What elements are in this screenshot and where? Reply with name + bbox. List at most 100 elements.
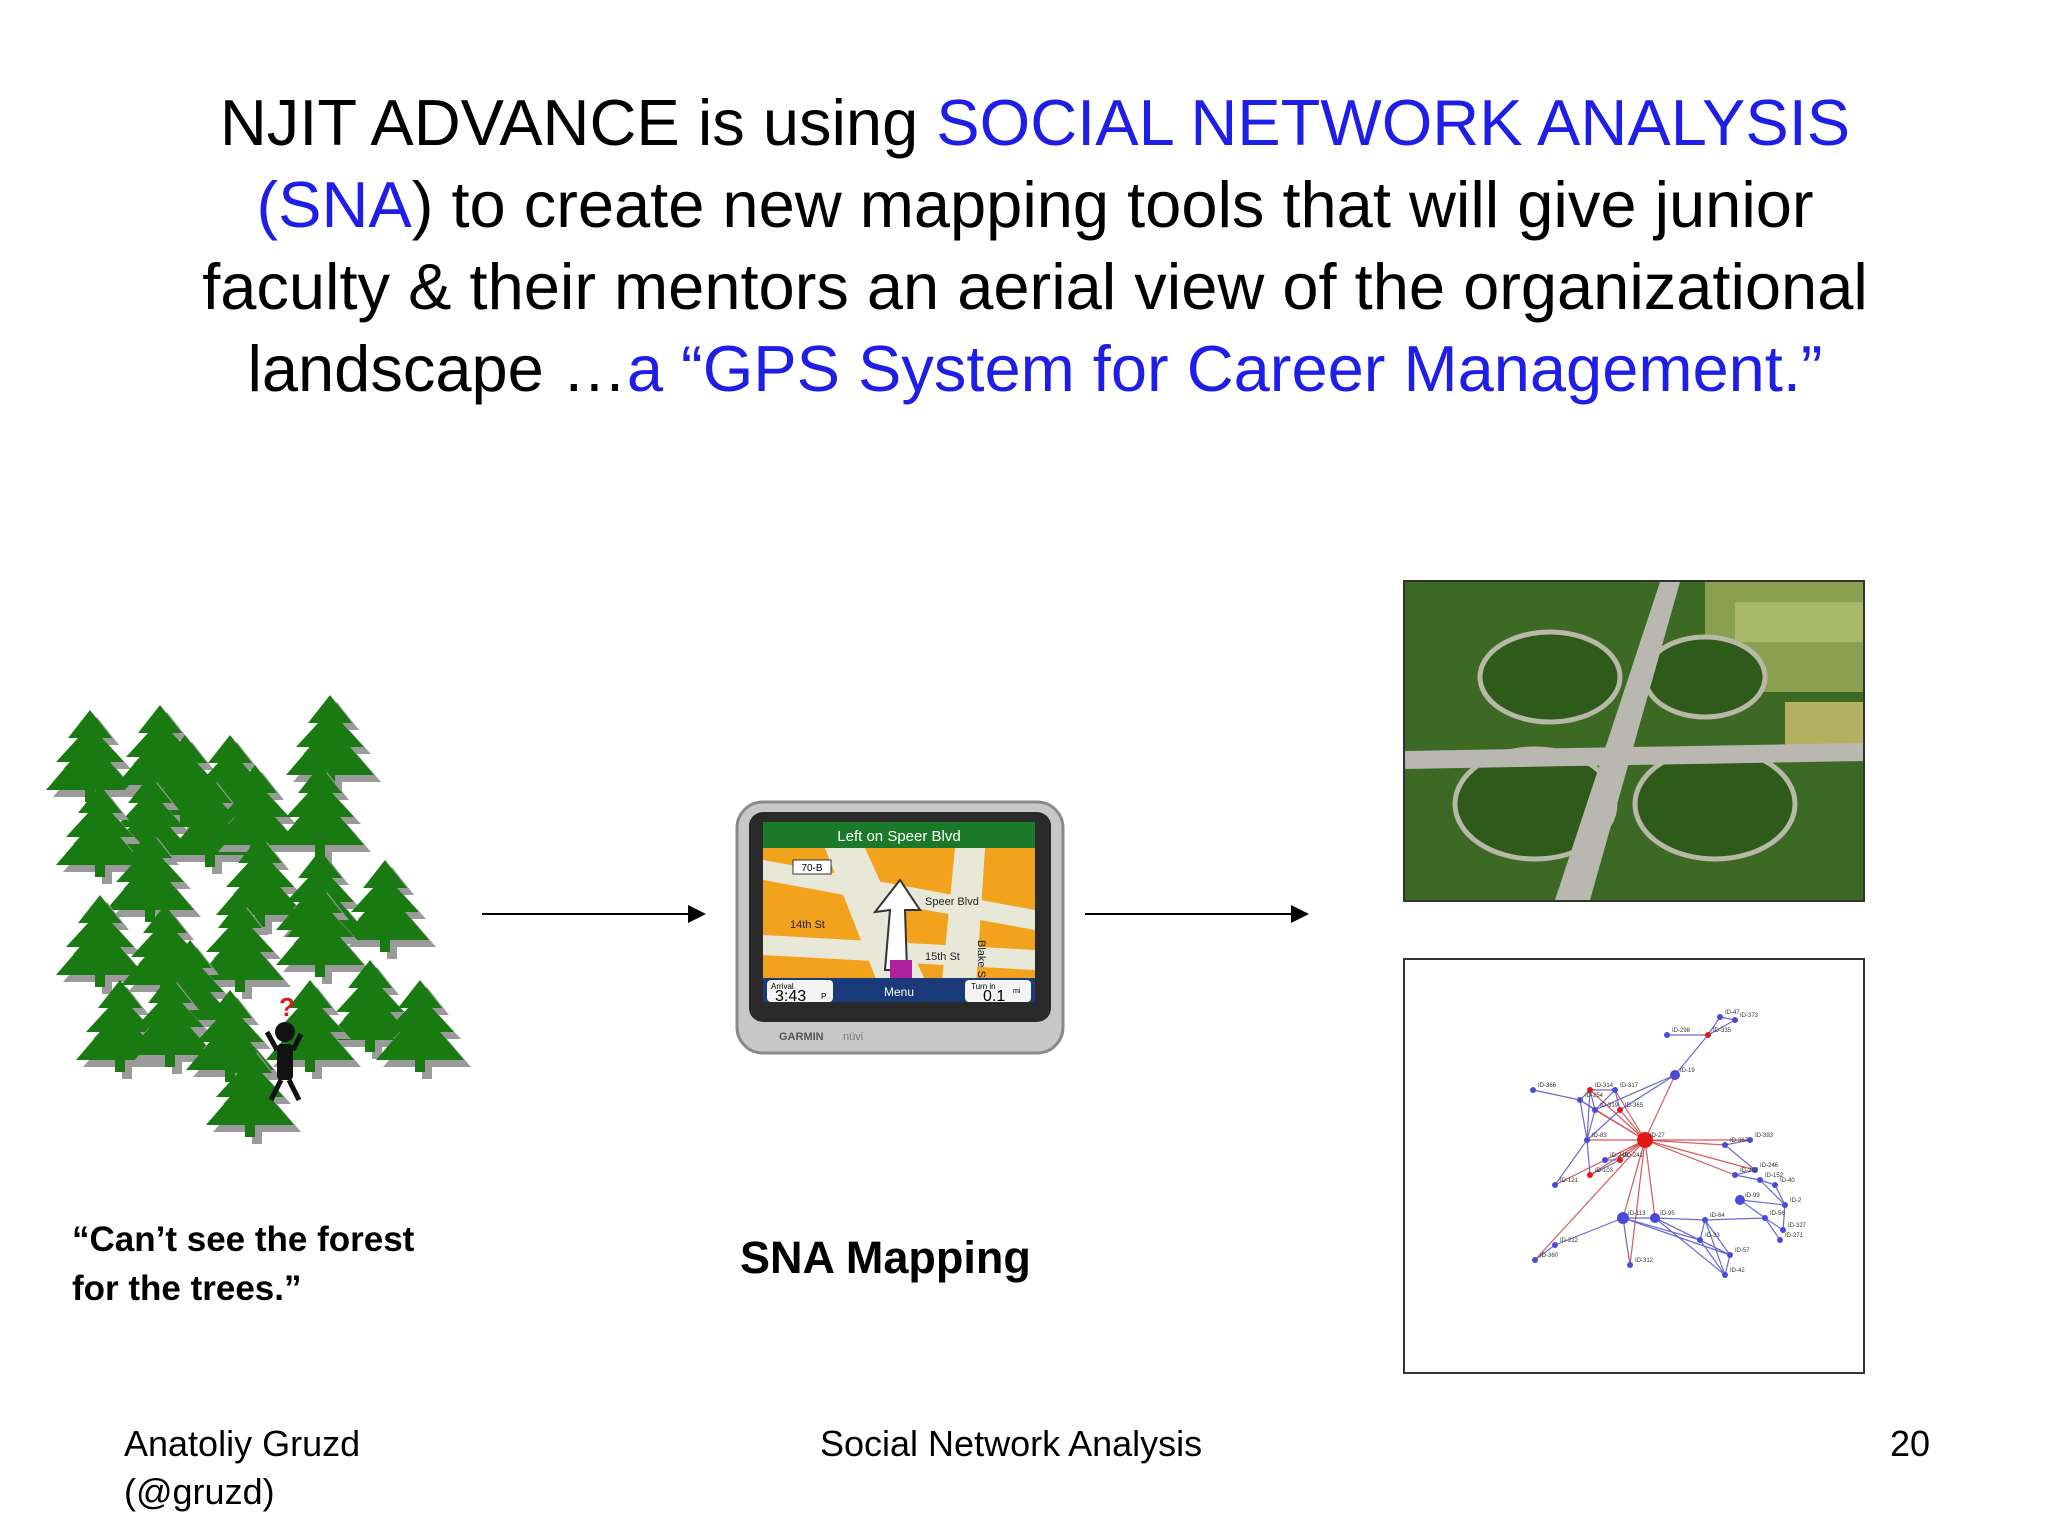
sna-highlight: SOCIAL NETWORK ANALYSIS [936, 86, 1851, 159]
network-edge [1586, 1109, 1596, 1141]
network-node [1752, 1167, 1758, 1173]
sna-mapping-label: SNA Mapping [740, 1232, 1031, 1283]
network-node-label: ID-327 [1788, 1223, 1807, 1229]
network-node [1747, 1137, 1753, 1143]
network-node-label: ID-207 [1740, 1168, 1759, 1174]
network-node-label: ID-254 [1585, 1093, 1604, 1099]
network-edge [1724, 1139, 1751, 1146]
network-node [1780, 1227, 1786, 1233]
network-node [1722, 1272, 1728, 1278]
network-node [1650, 1213, 1660, 1223]
network-edge [1579, 1099, 1596, 1111]
network-node [1617, 1107, 1623, 1113]
network-edge [1532, 1089, 1581, 1101]
network-node-label: ID-2 [1790, 1198, 1802, 1204]
svg-text:mi: mi [1013, 988, 1021, 995]
network-node [1617, 1157, 1623, 1163]
svg-text:15th St: 15th St [925, 951, 960, 963]
network-edge [1622, 1217, 1701, 1241]
network-node [1697, 1237, 1703, 1243]
network-node [1757, 1177, 1763, 1183]
network-node-label: ID-42 [1730, 1268, 1745, 1274]
tree-icon [46, 710, 134, 802]
footer-author: Anatoliy Gruzd (@gruzd) [124, 1423, 361, 1512]
network-edge [1622, 1217, 1631, 1266]
forest-illustration: ? [46, 695, 471, 1144]
footer-center: Social Network Analysis [820, 1423, 1203, 1464]
network-edge [1589, 1089, 1596, 1111]
network-edge [1619, 1074, 1676, 1111]
gps-brand: GARMIN [779, 1031, 824, 1043]
network-node-label: ID-241 [1625, 1153, 1644, 1159]
network-edge [1554, 1139, 1588, 1186]
network-node [1717, 1014, 1723, 1020]
network-node-label: ID-83 [1592, 1133, 1607, 1139]
network-edge [1724, 1254, 1731, 1276]
network-node [1552, 1182, 1558, 1188]
network-edge [1554, 1217, 1624, 1246]
network-node [1530, 1087, 1536, 1093]
network-edge [1654, 1217, 1706, 1221]
network-node-label: ID-319 [1600, 1103, 1619, 1109]
network-edge [1674, 1034, 1709, 1076]
network-edge [1644, 1074, 1676, 1141]
network-node-label: ID-57 [1735, 1248, 1750, 1254]
network-node [1702, 1217, 1708, 1223]
network-node [1532, 1257, 1538, 1263]
network-edge [1614, 1089, 1646, 1141]
network-node [1592, 1107, 1598, 1113]
network-node [1637, 1132, 1653, 1148]
network-edge [1759, 1179, 1786, 1206]
network-node [1782, 1202, 1788, 1208]
network-node [1735, 1195, 1745, 1205]
network-node [1627, 1262, 1633, 1268]
network-edge [1739, 1199, 1766, 1219]
network-edge [1594, 1089, 1616, 1111]
svg-text:P: P [821, 992, 826, 1001]
network-edge [1764, 1217, 1781, 1241]
network-node-label: ID-27 [1650, 1133, 1665, 1139]
network-node-label: ID-312 [1635, 1258, 1654, 1264]
network-edge [1644, 1139, 1736, 1176]
network-node-label: ID-56 [1770, 1211, 1785, 1217]
svg-text:Arrival: Arrival [771, 982, 794, 991]
network-edge [1782, 1204, 1786, 1231]
aerial-interchange-photo [1403, 580, 1865, 902]
network-node [1612, 1087, 1618, 1093]
network-node-label: ID-152 [1765, 1173, 1784, 1179]
network-node-label: ID-19 [1680, 1068, 1695, 1074]
network-node-label: ID-121 [1560, 1178, 1579, 1184]
network-edge [1644, 1139, 1656, 1219]
network-node-label: ID-317 [1620, 1083, 1639, 1089]
network-node-label: ID-367 [1730, 1138, 1749, 1144]
network-node-label: ID-95 [1660, 1211, 1675, 1217]
network-edge [1704, 1219, 1731, 1256]
network-edge [1707, 1019, 1736, 1036]
network-edge [1699, 1239, 1726, 1276]
network-edge [1589, 1139, 1646, 1176]
forest-caption: “Can’t see the forest for the trees.” [72, 1220, 415, 1308]
network-node [1727, 1252, 1733, 1258]
network-node-label: ID-113 [1628, 1211, 1646, 1217]
network-node [1664, 1032, 1670, 1038]
network-node [1732, 1172, 1738, 1178]
network-edge [1774, 1184, 1786, 1206]
network-edge [1534, 1244, 1556, 1261]
network-edge [1707, 1016, 1721, 1036]
network-node-label: ID-393 [1755, 1133, 1774, 1139]
network-node [1777, 1237, 1783, 1243]
svg-text:70-B: 70-B [801, 863, 822, 874]
network-node [1602, 1157, 1608, 1163]
network-edge [1586, 1139, 1591, 1176]
network-node-label: ID-64 [1710, 1213, 1725, 1219]
svg-text:0.1: 0.1 [983, 988, 1005, 1005]
network-edge [1586, 1109, 1621, 1141]
lost-person-icon: ? [264, 992, 304, 1102]
network-node-label: ID-298 [1672, 1028, 1691, 1034]
network-node-label: ID-246 [1760, 1163, 1779, 1169]
svg-text:Blake St: Blake St [975, 940, 987, 981]
network-node-label: ID-373 [1740, 1013, 1759, 1019]
gps-menu: Menu [884, 985, 914, 999]
network-node-label: ID-99 [1745, 1193, 1760, 1199]
